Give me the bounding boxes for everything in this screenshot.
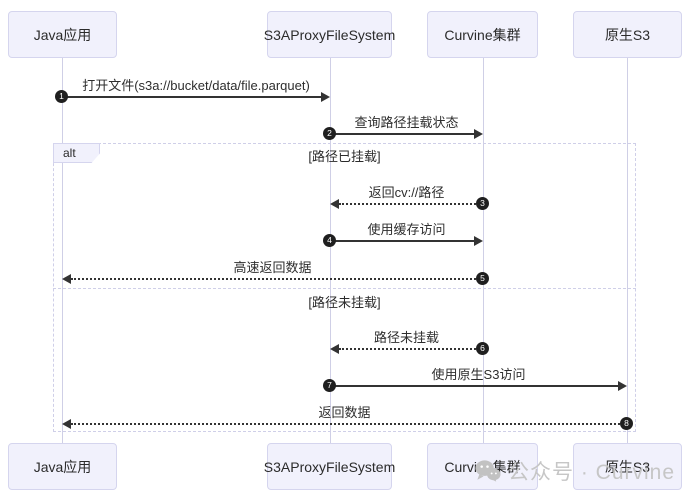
arrowhead-icon [62, 419, 71, 429]
participant-native-s3-top: 原生S3 [573, 11, 682, 58]
arrowhead-icon [62, 274, 71, 284]
message-label: 返回数据 [318, 405, 371, 420]
alt-condition-mounted: [路径已挂载] [308, 149, 381, 164]
message-label: 打开文件(s3a://bucket/data/file.parquet) [82, 78, 310, 93]
sequence-number-badge: 2 [323, 127, 336, 140]
arrowhead-icon [330, 199, 339, 209]
sequence-number-badge: 6 [476, 342, 489, 355]
alt-operator-label: alt [53, 143, 100, 163]
participant-label: S3AProxyFileSystem [263, 26, 396, 43]
message-label: 使用缓存访问 [367, 222, 446, 237]
message-line [71, 423, 627, 425]
message-line [62, 96, 321, 98]
participant-s3aproxy-bottom: S3AProxyFileSystem [263, 443, 396, 490]
participant-label: Java应用 [33, 26, 92, 43]
message-label: 使用原生S3访问 [431, 367, 526, 382]
sequence-number-badge: 7 [323, 379, 336, 392]
sequence-number-badge: 5 [476, 272, 489, 285]
message-label: 高速返回数据 [233, 260, 312, 275]
arrowhead-icon [321, 92, 330, 102]
sequence-number-badge: 3 [476, 197, 489, 210]
message-line [71, 278, 483, 280]
arrowhead-icon [618, 381, 627, 391]
participant-label: 原生S3 [604, 26, 651, 43]
alt-condition-not-mounted: [路径未挂载] [308, 295, 381, 310]
arrowhead-icon [330, 344, 339, 354]
message-label: 路径未挂载 [373, 330, 439, 345]
lifeline-s3aproxy [330, 58, 331, 444]
lifeline-java-app [62, 58, 63, 444]
arrowhead-icon [474, 236, 483, 246]
participant-label: Curvine集群 [444, 458, 521, 475]
alt-divider [53, 288, 636, 289]
sequence-number-badge: 8 [620, 417, 633, 430]
message-line [330, 385, 618, 387]
message-line [330, 133, 474, 135]
participant-s3aproxy-top: S3AProxyFileSystem [263, 11, 396, 58]
message-label: 返回cv://路径 [368, 185, 445, 200]
participant-label: 原生S3 [604, 458, 651, 475]
participant-label: Java应用 [33, 458, 92, 475]
participant-java-app-top: Java应用 [8, 11, 117, 58]
message-line [330, 240, 474, 242]
message-line [339, 203, 483, 205]
arrowhead-icon [474, 129, 483, 139]
alt-frame [53, 143, 636, 432]
lifeline-native-s3 [627, 58, 628, 444]
message-label: 查询路径挂载状态 [354, 115, 459, 130]
participant-label: Curvine集群 [444, 26, 521, 43]
sequence-number-badge: 1 [55, 90, 68, 103]
participant-native-s3-bottom: 原生S3 [573, 443, 682, 490]
participant-label: S3AProxyFileSystem [263, 458, 396, 475]
message-line [339, 348, 483, 350]
participant-java-app-bottom: Java应用 [8, 443, 117, 490]
participant-curvine-top: Curvine集群 [427, 11, 538, 58]
sequence-number-badge: 4 [323, 234, 336, 247]
participant-curvine-bottom: Curvine集群 [427, 443, 538, 490]
lifeline-curvine [483, 58, 484, 444]
